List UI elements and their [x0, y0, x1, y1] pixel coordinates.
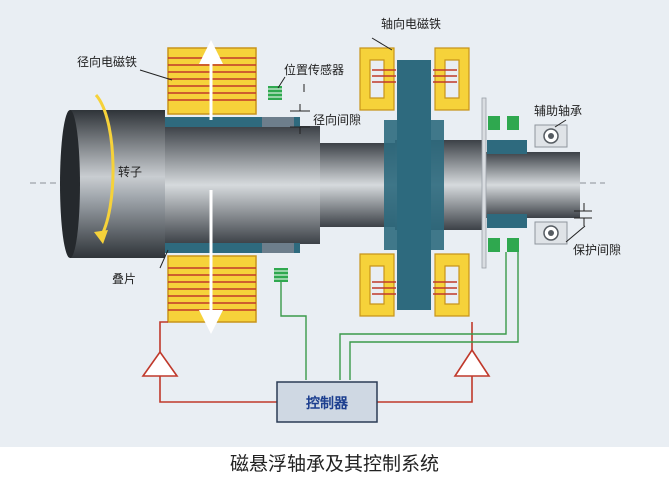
- right-amp-to-controller: [377, 376, 473, 403]
- label-radial-electromagnet: 径向电磁铁: [77, 54, 137, 69]
- auxiliary-bearing-sensor-top: [488, 116, 519, 130]
- label-position-sensor: 位置传感器: [284, 62, 344, 77]
- rotor-end-face: [60, 110, 80, 258]
- controller-label: 控制器: [306, 395, 349, 412]
- rotor-lamination-top: [165, 117, 300, 127]
- rotor-main-body: [165, 126, 320, 244]
- controller-box: [276, 381, 378, 423]
- sensor-wire-left: [280, 282, 307, 380]
- auxiliary-bearing-housing-bottom: [487, 214, 527, 228]
- left-drive-wire: [159, 321, 168, 352]
- protection-gap-marker: [574, 203, 592, 226]
- lamination-band-top-left: [262, 117, 294, 127]
- axial-electromagnet-top-right: [433, 47, 470, 111]
- rotation-arrow-icon: [94, 94, 115, 239]
- label-axial-electromagnet: 轴向电磁铁: [381, 16, 441, 31]
- axial-electromagnet-bottom-left: [359, 253, 396, 317]
- sensor-wire-right: [339, 252, 507, 380]
- auxiliary-bearing-top: [534, 124, 568, 148]
- label-protection-gap: 保护间隙: [573, 243, 621, 257]
- rotor-right-section: [485, 152, 580, 218]
- sensor-wire-right-2: [349, 252, 519, 380]
- label-lamination: 叠片: [112, 272, 136, 286]
- lamination-band-bottom-left: [262, 243, 294, 253]
- label-auxiliary-bearing: 辅助轴承: [534, 103, 582, 118]
- auxiliary-bearing-sensor-bottom: [488, 238, 519, 252]
- feedback-wires: [159, 252, 519, 403]
- leader-lines: [139, 37, 586, 269]
- auxiliary-bearing-housing-top: [487, 140, 527, 154]
- bearing-plate: [481, 97, 487, 269]
- left-amp-to-controller: [159, 376, 277, 403]
- rotor-mid-section: [320, 143, 395, 227]
- rotor-lamination-bottom: [165, 243, 300, 253]
- rotation-arrowhead-icon: [94, 230, 108, 244]
- auxiliary-bearing-bottom: [534, 221, 568, 245]
- rotor-left-end: [70, 110, 165, 258]
- figure-caption: 磁悬浮轴承及其控制系统: [229, 453, 439, 475]
- thrust-collar: [384, 120, 444, 250]
- axial-electromagnet-bottom-right: [433, 253, 470, 317]
- axial-electromagnet-top-left: [359, 47, 396, 111]
- label-radial-gap: 径向间隙: [313, 112, 361, 127]
- position-sensor-top: [268, 86, 282, 100]
- position-sensor-bottom: [274, 268, 288, 282]
- label-rotor: 转子: [118, 164, 142, 179]
- amplifier-left-icon: [141, 350, 179, 377]
- amplifier-right-icon: [453, 348, 491, 377]
- radial-gap-marker: [290, 84, 310, 134]
- rotor-shaft: [60, 110, 580, 258]
